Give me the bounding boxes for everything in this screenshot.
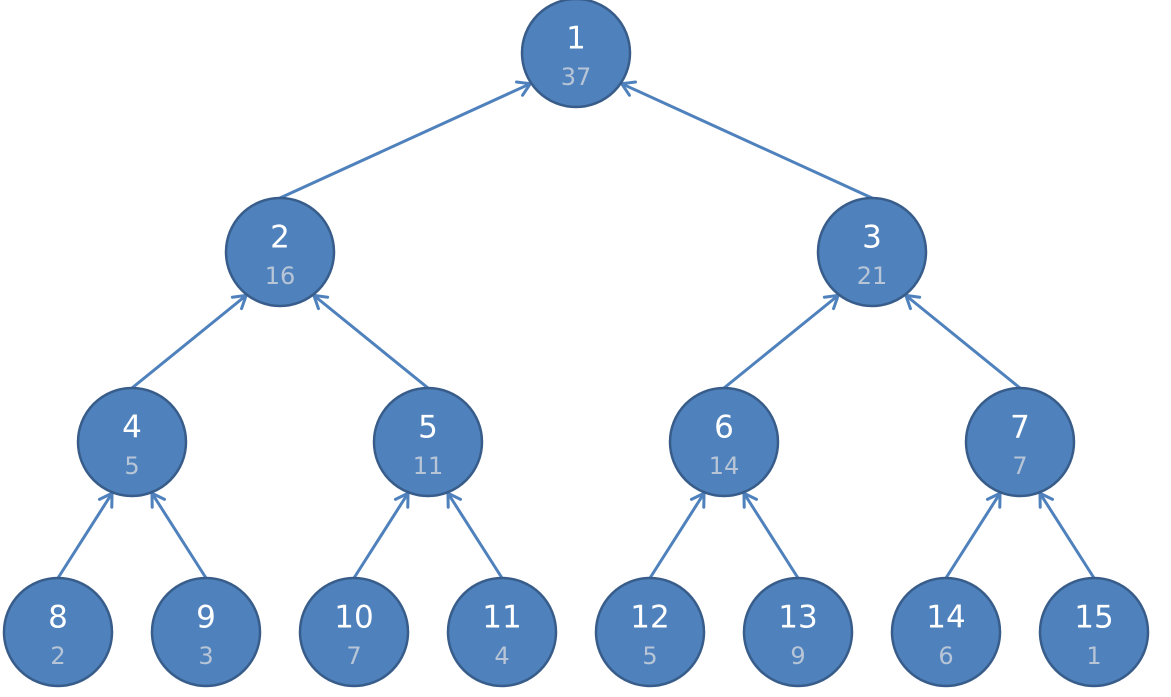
node-id-label: 2: [270, 220, 290, 256]
tree-node-11: 114: [446, 576, 558, 688]
edge-15-to-7: [1038, 491, 1096, 580]
node-id-label: 1: [566, 21, 586, 57]
edges-layer: [56, 80, 1096, 580]
tree-node-2: 216: [224, 196, 336, 308]
node-value-label: 9: [790, 642, 805, 670]
node-value-label: 5: [642, 642, 657, 670]
node-circle: [816, 196, 928, 308]
node-circle: [668, 386, 780, 498]
edge-4-to-2: [130, 293, 248, 390]
edge-11-to-5: [446, 491, 504, 580]
edge-line: [904, 293, 1022, 390]
node-circle: [890, 576, 1002, 688]
edge-line: [312, 293, 430, 390]
node-value-label: 14: [709, 452, 740, 480]
edge-12-to-6: [648, 491, 706, 580]
edge-line: [130, 293, 248, 390]
edge-5-to-2: [312, 293, 430, 390]
tree-node-8: 82: [2, 576, 114, 688]
tree-node-9: 93: [150, 576, 262, 688]
edge-13-to-6: [742, 491, 800, 580]
node-circle: [150, 576, 262, 688]
tree-node-14: 146: [890, 576, 1002, 688]
edge-line: [150, 491, 208, 580]
node-value-label: 21: [857, 262, 888, 290]
edge-line: [742, 491, 800, 580]
node-id-label: 13: [778, 600, 817, 636]
node-circle: [1038, 576, 1150, 688]
tree-node-4: 45: [76, 386, 188, 498]
node-circle: [964, 386, 1076, 498]
edge-line: [56, 491, 114, 580]
node-circle: [446, 576, 558, 688]
node-id-label: 7: [1010, 410, 1030, 446]
tree-node-5: 511: [372, 386, 484, 498]
node-value-label: 4: [494, 642, 509, 670]
node-value-label: 3: [198, 642, 213, 670]
edge-14-to-7: [944, 491, 1002, 580]
edge-6-to-3: [722, 293, 840, 390]
tree-node-7: 77: [964, 386, 1076, 498]
node-circle: [520, 0, 632, 109]
node-id-label: 12: [630, 600, 669, 636]
node-circle: [76, 386, 188, 498]
node-id-label: 9: [196, 600, 216, 636]
node-id-label: 10: [334, 600, 373, 636]
edge-7-to-3: [904, 293, 1022, 390]
tree-node-1: 137: [520, 0, 632, 109]
node-id-label: 5: [418, 410, 438, 446]
node-value-label: 37: [561, 63, 592, 91]
node-id-label: 4: [122, 410, 142, 446]
node-value-label: 16: [265, 262, 296, 290]
node-circle: [224, 196, 336, 308]
edge-line: [648, 491, 706, 580]
edge-line: [1038, 491, 1096, 580]
node-value-label: 7: [1012, 452, 1027, 480]
node-id-label: 3: [862, 220, 882, 256]
node-value-label: 11: [413, 452, 444, 480]
node-value-label: 7: [346, 642, 361, 670]
node-circle: [742, 576, 854, 688]
edge-8-to-4: [56, 491, 114, 580]
tree-node-10: 107: [298, 576, 410, 688]
edge-line: [944, 491, 1002, 580]
node-id-label: 11: [482, 600, 521, 636]
tree-node-13: 139: [742, 576, 854, 688]
node-id-label: 15: [1074, 600, 1113, 636]
tree-node-12: 125: [594, 576, 706, 688]
node-value-label: 5: [124, 452, 139, 480]
edge-line: [620, 82, 874, 200]
edge-2-to-1: [278, 80, 532, 200]
node-id-label: 6: [714, 410, 734, 446]
tree-node-6: 614: [668, 386, 780, 498]
tree-node-3: 321: [816, 196, 928, 308]
node-id-label: 14: [926, 600, 965, 636]
node-circle: [298, 576, 410, 688]
node-value-label: 1: [1086, 642, 1101, 670]
edge-3-to-1: [620, 80, 874, 200]
node-id-label: 8: [48, 600, 68, 636]
node-circle: [372, 386, 484, 498]
nodes-layer: 1372163214551161477829310711412513914615…: [2, 0, 1150, 688]
edge-9-to-4: [150, 491, 208, 580]
node-value-label: 6: [938, 642, 953, 670]
edge-10-to-5: [352, 491, 410, 580]
edge-line: [352, 491, 410, 580]
node-circle: [594, 576, 706, 688]
edge-line: [722, 293, 840, 390]
node-value-label: 2: [50, 642, 65, 670]
tree-node-15: 151: [1038, 576, 1150, 688]
edge-line: [278, 82, 532, 200]
edge-line: [446, 491, 504, 580]
node-circle: [2, 576, 114, 688]
